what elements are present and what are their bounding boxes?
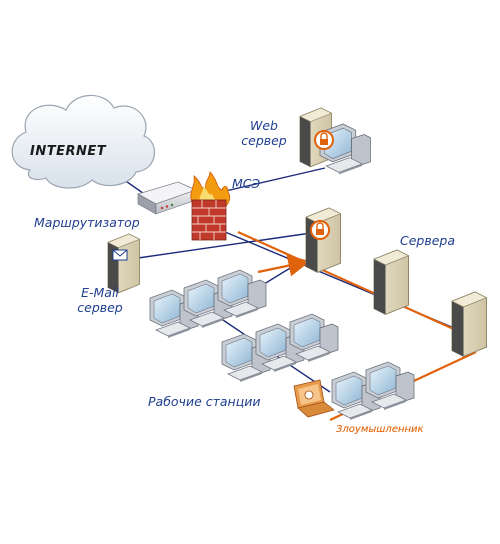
workstation-group-3 xyxy=(331,361,415,421)
laptop-icon xyxy=(293,379,335,418)
firewall-icon xyxy=(190,171,231,241)
cloud-icon xyxy=(11,94,156,189)
attack-line-to-server xyxy=(257,254,311,277)
internet-label: INTERNET xyxy=(30,144,107,159)
attacker-label: Злоумышленник xyxy=(336,424,424,435)
workstations-label: Рабочие станции xyxy=(148,394,261,409)
email-server-label: E-Mail сервер xyxy=(68,285,132,315)
router-icon xyxy=(136,181,198,215)
web-server-label: Web сервер xyxy=(236,118,292,148)
internet-cloud xyxy=(11,94,156,189)
server-icon xyxy=(373,249,410,315)
servers-label: Сервера xyxy=(400,233,456,248)
server-icon xyxy=(451,291,488,357)
web-server-label-line2: сервер xyxy=(241,133,287,148)
workstation-group-1 xyxy=(149,269,267,339)
server-icon xyxy=(305,207,342,273)
email-server-label-line1: E-Mail xyxy=(81,285,119,300)
web-server-icon xyxy=(299,107,371,175)
workstation-group-2 xyxy=(221,313,339,383)
workstation-icon xyxy=(289,313,339,363)
email-server-label-line2: сервер xyxy=(77,300,123,315)
firewall-label: МСЭ xyxy=(232,176,261,191)
link-email-lan xyxy=(137,231,319,259)
workstation-icon xyxy=(365,361,415,411)
web-server-label-line1: Web xyxy=(250,118,278,133)
email-server-icon xyxy=(107,233,141,294)
attack-line-main xyxy=(237,230,479,342)
workstation-icon xyxy=(217,269,267,319)
router-label: Маршрутизатор xyxy=(34,215,140,230)
